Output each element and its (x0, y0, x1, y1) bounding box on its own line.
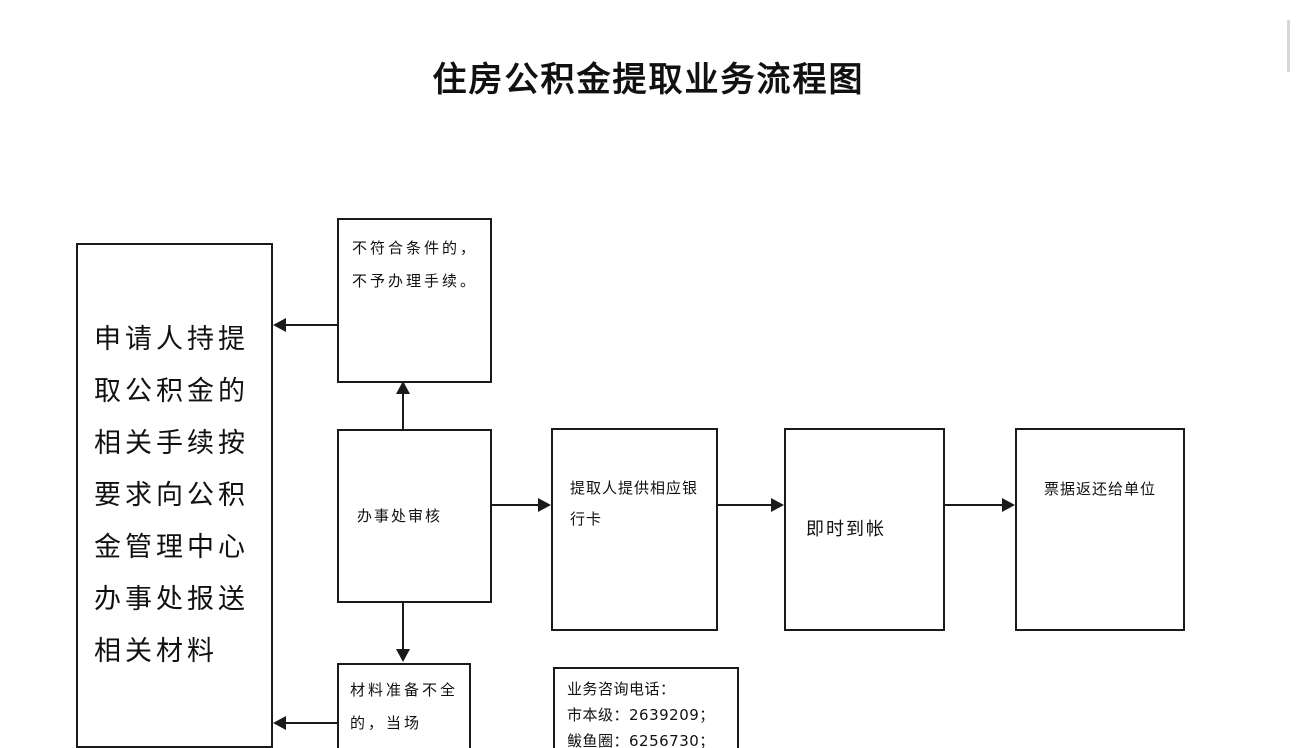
flow-node-applicant-label: 申请人持提取公积金的相关手续按要求向公积金管理中心办事处报送相关材料 (94, 323, 249, 667)
flow-node-applicant: 申请人持提取公积金的相关手续按要求向公积金管理中心办事处报送相关材料 (76, 243, 273, 748)
connector-reject-to-applicant-line (286, 324, 337, 326)
flow-node-receipt-return: 票据返还给单位 (1015, 428, 1185, 631)
connector-incomplete-to-applicant-line (286, 722, 337, 724)
contact-info-text: 业务咨询电话： 市本级：2639209； 鲅鱼圈：6256730； (567, 680, 715, 748)
connector-instant-to-receipt-arrowhead (1002, 498, 1015, 512)
connector-instant-to-receipt-line (945, 504, 1002, 506)
flow-node-bankcard-label: 提取人提供相应银行卡 (570, 479, 699, 528)
connector-audit-to-bankcard-line (492, 504, 539, 506)
connector-bankcard-to-instant-line (718, 504, 771, 506)
connector-audit-to-incomplete-line (402, 603, 404, 651)
flow-node-reject: 不符合条件的，不予办理手续。 (337, 218, 492, 383)
flow-node-receipt-return-label: 票据返还给单位 (1043, 480, 1156, 498)
flow-node-bankcard: 提取人提供相应银行卡 (551, 428, 718, 631)
page-title: 住房公积金提取业务流程图 (432, 60, 865, 100)
connector-audit-to-bankcard-arrowhead (538, 498, 551, 512)
connector-audit-to-reject-arrowhead (396, 381, 410, 394)
contact-info-box: 业务咨询电话： 市本级：2639209； 鲅鱼圈：6256730； (553, 667, 739, 748)
connector-incomplete-to-applicant-arrowhead (273, 716, 286, 730)
flow-node-incomplete-materials-label: 材料准备不全的，当场 (350, 681, 459, 732)
connector-audit-to-reject-line (402, 393, 404, 429)
connector-bankcard-to-instant-arrowhead (771, 498, 784, 512)
connector-audit-to-incomplete-arrowhead (396, 649, 410, 662)
flow-node-instant-arrival: 即时到帐 (784, 428, 945, 631)
flow-node-instant-arrival-label: 即时到帐 (806, 518, 886, 540)
flow-node-reject-label: 不符合条件的，不予办理手续。 (352, 239, 479, 290)
connector-reject-to-applicant-arrowhead (273, 318, 286, 332)
flow-node-audit-label: 办事处审核 (357, 507, 443, 525)
flow-node-audit: 办事处审核 (337, 429, 492, 603)
scan-artifact-mark (1287, 20, 1290, 72)
flow-node-incomplete-materials: 材料准备不全的，当场 (337, 663, 471, 748)
